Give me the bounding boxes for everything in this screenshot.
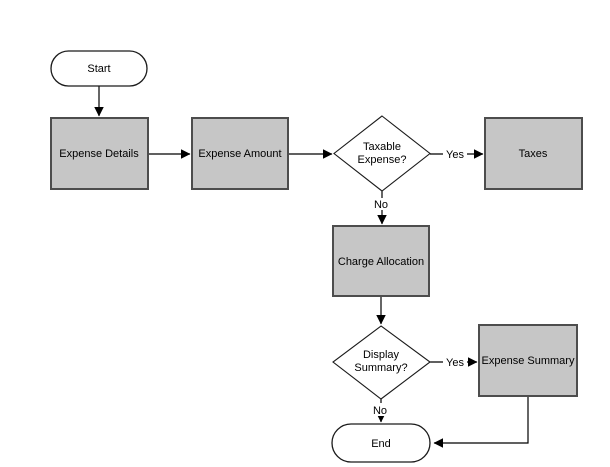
display-summary-decision: Display Summary? bbox=[332, 325, 431, 400]
edge-label-text: No bbox=[374, 199, 388, 211]
edge-label-text: Yes bbox=[446, 357, 464, 369]
taxes-node: Taxes bbox=[484, 117, 583, 190]
taxable-expense-label-line2: Expense? bbox=[358, 154, 407, 166]
expense-details-label: Expense Details bbox=[59, 148, 139, 160]
taxable-expense-label-line1: Taxable bbox=[363, 141, 401, 153]
expense-details-shape bbox=[50, 117, 149, 190]
taxable-expense-shape bbox=[333, 115, 431, 192]
display-summary-label-line2: Summary? bbox=[354, 362, 407, 374]
edge-label-text: No bbox=[373, 405, 387, 417]
edge-label-bg bbox=[371, 403, 390, 416]
end-shape bbox=[331, 423, 431, 463]
charge-allocation-label: Charge Allocation bbox=[338, 256, 424, 268]
expense-summary-shape bbox=[478, 324, 578, 397]
display-summary-label-line1: Display bbox=[363, 349, 400, 361]
charge-allocation-shape bbox=[332, 225, 430, 297]
start-node: Start bbox=[50, 50, 148, 87]
edge-label-display-yes: Yes bbox=[443, 355, 467, 369]
taxes-label: Taxes bbox=[519, 148, 548, 160]
charge-allocation-node: Charge Allocation bbox=[332, 225, 430, 297]
connector-expense-summary-to-end bbox=[433, 396, 529, 448]
expense-summary-label: Expense Summary bbox=[482, 355, 575, 367]
expense-amount-label: Expense Amount bbox=[198, 148, 281, 160]
edge-label-bg bbox=[443, 147, 467, 160]
edge-label-taxable-yes: Yes bbox=[443, 147, 467, 161]
edge-label-bg bbox=[443, 355, 467, 368]
edge-label-display-no: No bbox=[371, 403, 390, 417]
expense-amount-shape bbox=[191, 117, 289, 190]
edge-label-taxable-no: No bbox=[372, 198, 390, 211]
start-label: Start bbox=[87, 63, 110, 75]
edge-label-text: Yes bbox=[446, 149, 464, 161]
end-node: End bbox=[331, 423, 431, 463]
expense-summary-node: Expense Summary bbox=[478, 324, 578, 397]
expense-amount-node: Expense Amount bbox=[191, 117, 289, 190]
display-summary-shape bbox=[332, 325, 431, 400]
end-label: End bbox=[371, 438, 391, 450]
taxes-shape bbox=[484, 117, 583, 190]
edge-label-bg bbox=[372, 198, 390, 210]
expense-details-node: Expense Details bbox=[50, 117, 149, 190]
start-shape bbox=[50, 50, 148, 87]
taxable-expense-decision: Taxable Expense? bbox=[333, 115, 431, 192]
